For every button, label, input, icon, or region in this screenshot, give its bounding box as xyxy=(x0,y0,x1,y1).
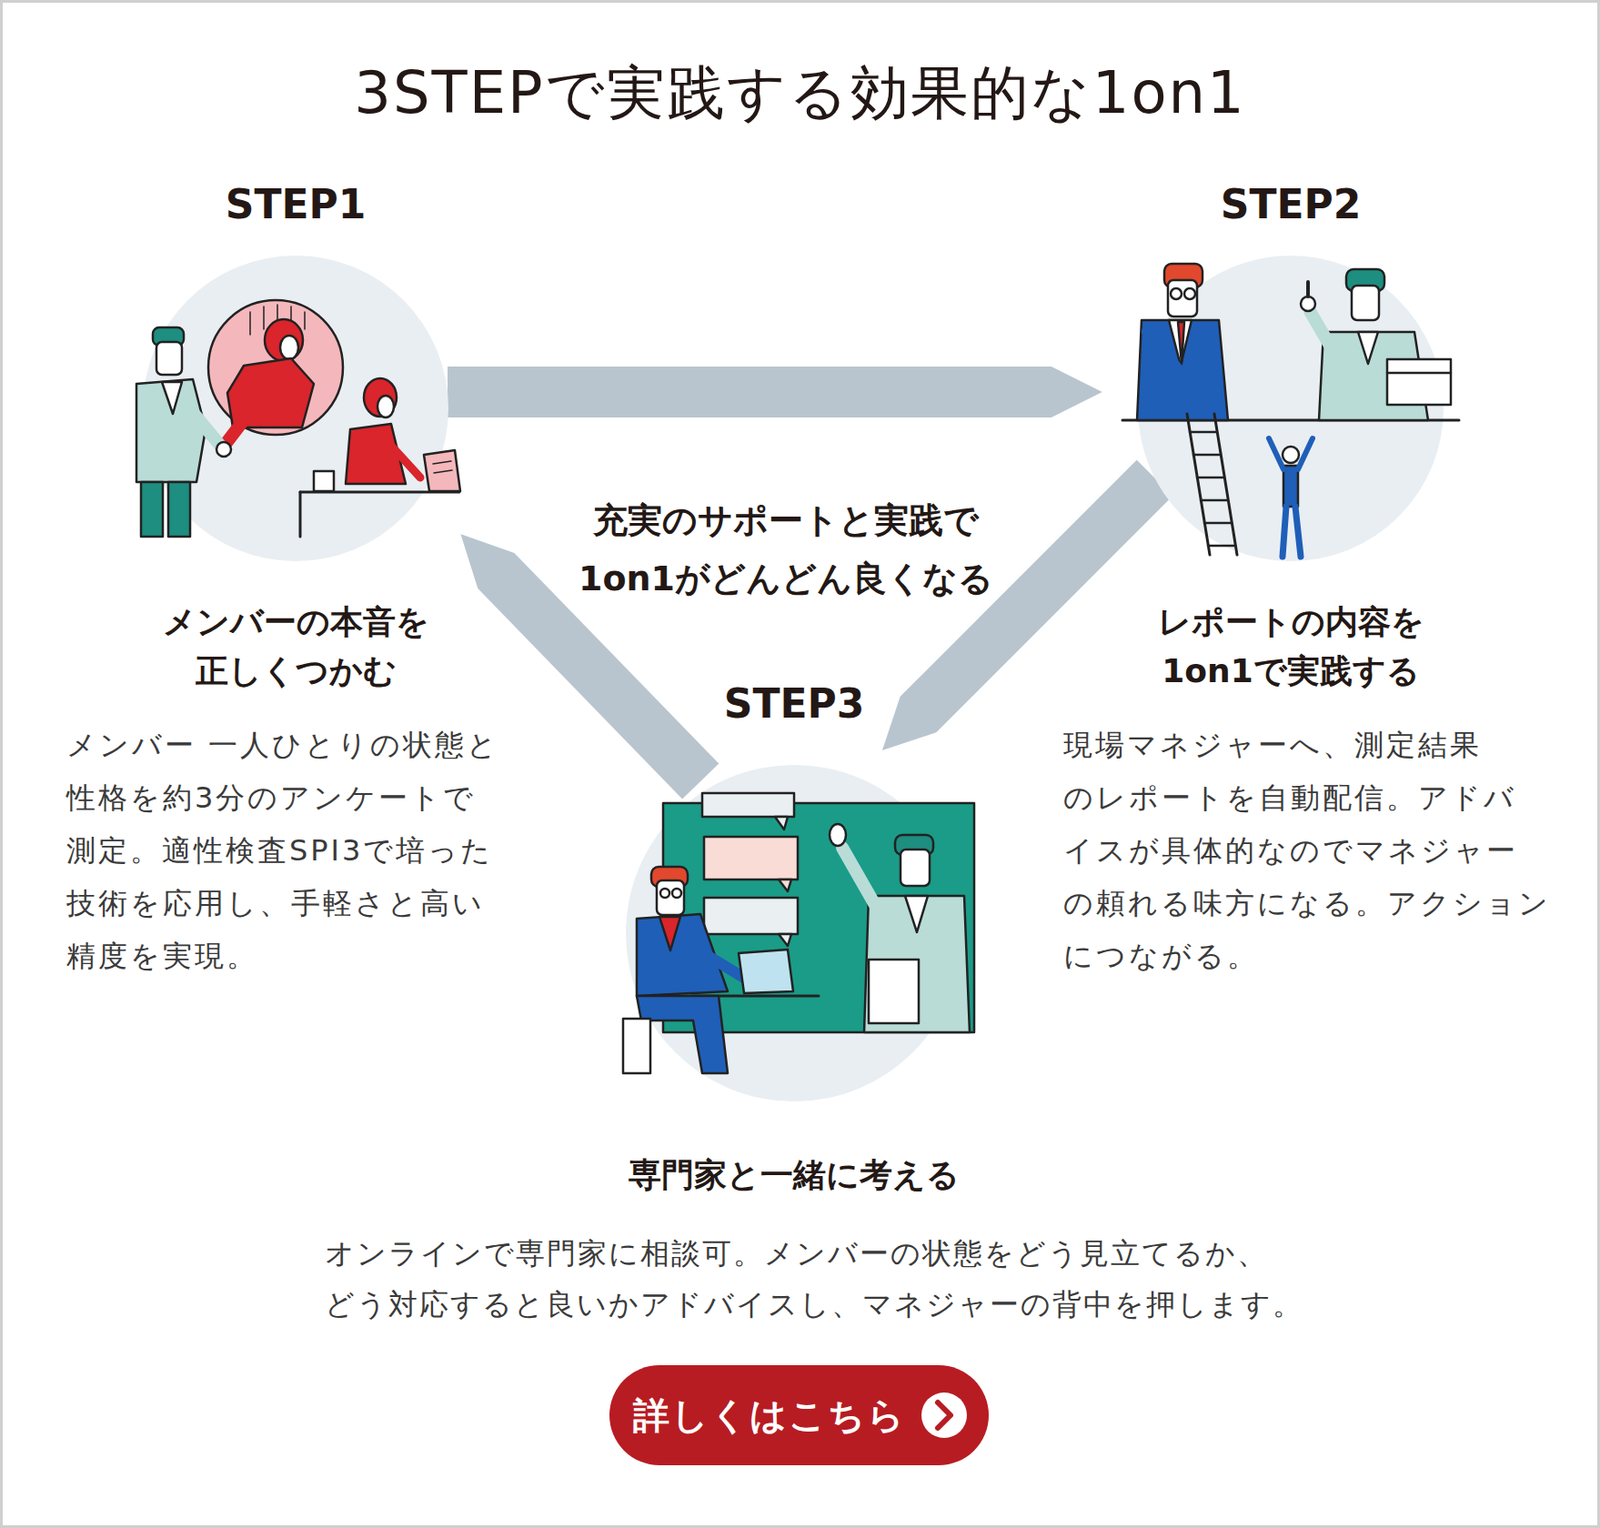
step3-illustration-part xyxy=(623,1018,651,1074)
step1-illustration-part xyxy=(433,470,453,473)
step-label: STEP2 xyxy=(1108,179,1473,231)
step-body: オンラインで専門家に相談可。メンバーの状態をどう見立てるか、 どう対応すると良い… xyxy=(324,1227,1326,1330)
step-body: メンバー 一人ひとりの状態と 性格を約3分のアンケートで 測定。適性検査SPI3… xyxy=(66,718,558,983)
step-label: STEP3 xyxy=(612,678,977,730)
step-circle: STEP1メンバーの本音を 正しくつかむメンバー 一人ひとりの状態と 性格を約3… xyxy=(142,255,449,562)
link-button: 詳しくはこちら xyxy=(609,1365,989,1466)
step-heading: 専門家と一緒に考える xyxy=(521,1150,1067,1200)
step-label: STEP1 xyxy=(113,179,478,231)
step-heading: レポートの内容を 1on1で実践する xyxy=(1108,597,1473,696)
step2-illustration-part xyxy=(1170,288,1182,300)
button-text: 詳しくはこちら xyxy=(627,1365,912,1466)
step-heading: メンバーの本音を 正しくつかむ xyxy=(113,597,478,696)
flow-arrow xyxy=(447,366,1103,418)
step2-illustration-part xyxy=(1164,263,1203,288)
diagram-title: 3STEPで実践する効果的な1on1 xyxy=(0,52,1600,133)
step-body: 現場マネジャーへ、測定結果 のレポートを自動配信。アドバ イスが具体的なのでマネ… xyxy=(1063,718,1555,983)
step-circle: STEP3専門家と一緒に考えるオンラインで専門家に相談可。メンバーの状態をどう見… xyxy=(625,764,963,1102)
step1-illustration-part xyxy=(140,482,163,537)
center-note: 充実のサポートと実践で 1on1がどんどん良くなる xyxy=(467,491,1105,608)
step-circle: STEP2レポートの内容を 1on1で実践する現場マネジャーへ、測定結果 のレポ… xyxy=(1137,255,1444,562)
